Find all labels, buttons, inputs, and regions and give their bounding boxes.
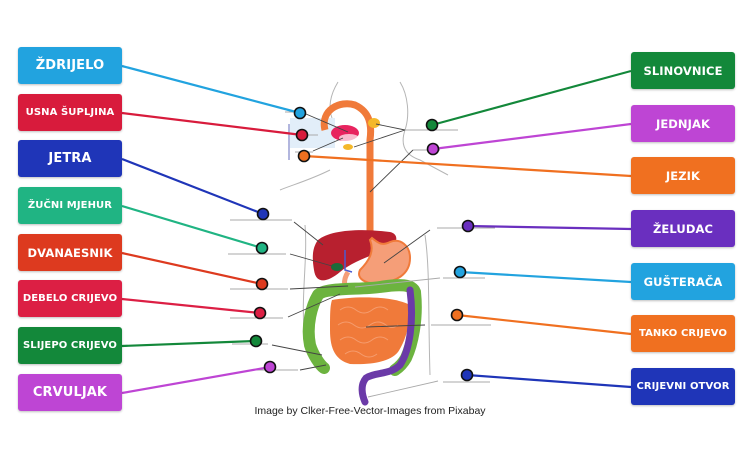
label-jezik[interactable]: JEZIK [631,157,735,194]
pin-zeludac[interactable] [461,219,475,233]
gallbladder-shape [331,263,343,271]
connector-lines [121,64,632,395]
pin-debelo-crijevo[interactable] [253,306,267,320]
leader-lines [228,111,495,398]
connector-jezik [303,154,632,178]
connector-jednjak [432,122,632,151]
pin-zdrijelo[interactable] [293,106,307,120]
connector-usna-supljina [121,111,303,137]
label-slinovnice[interactable]: SLINOVNICE [631,52,735,89]
connector-tanko-crijevo [456,313,632,336]
stomach-shape [358,236,412,285]
pin-tanko-crijevo[interactable] [450,308,464,322]
pin-jednjak[interactable] [426,142,440,156]
pin-gusteraca[interactable] [453,265,467,279]
connector-zeludac [467,224,632,231]
pin-jezik[interactable] [297,149,311,163]
label-slijepo-crijevo[interactable]: SLIJEPO CRIJEVO [18,327,122,364]
image-credit: Image by Clker-Free-Vector-Images from P… [254,405,486,417]
pin-jetra[interactable] [256,207,270,221]
connector-dvanaesnik [121,251,263,286]
label-tanko-crijevo[interactable]: TANKO CRIJEVO [631,315,735,352]
label-crvuljak[interactable]: CRVULJAK [18,374,122,411]
esophagus-shape [320,100,375,240]
pin-crvuljak[interactable] [263,360,277,374]
connector-zucni-mjehur [121,204,263,250]
connector-debelo-crijevo [121,297,261,315]
connector-slijepo-crijevo [121,339,257,348]
pin-slijepo-crijevo[interactable] [249,334,263,348]
connector-jetra [121,157,264,216]
label-usna-supljina[interactable]: USNA ŠUPLJINA [18,94,122,131]
pin-slinovnice[interactable] [425,118,439,132]
connector-zdrijelo [121,64,301,115]
label-gusteraca[interactable]: GUŠTERAČA [631,263,735,300]
label-crijevni-otvor[interactable]: CRIJEVNI OTVOR [631,368,735,405]
label-dvanaesnik[interactable]: DVANAESNIK [18,234,122,271]
label-jednjak[interactable]: JEDNJAK [631,105,735,142]
pins [249,106,475,382]
pin-dvanaesnik[interactable] [255,277,269,291]
connector-gusteraca [459,270,632,284]
pin-crijevni-otvor[interactable] [460,368,474,382]
connector-crijevni-otvor [466,373,632,389]
rectum-shape [358,286,416,406]
label-debelo-crijevo[interactable]: DEBELO CRIJEVO [18,280,122,317]
pin-usna-supljina[interactable] [295,128,309,142]
connector-slinovnice [431,69,632,127]
connector-crvuljak [121,365,271,395]
pin-zucni-mjehur[interactable] [255,241,269,255]
label-zucni-mjehur[interactable]: ŽUČNI MJEHUR [18,187,122,224]
salivary-gland-shape [368,118,380,128]
label-zeludac[interactable]: ŽELUDAC [631,210,735,247]
label-zdrijelo[interactable]: ŽDRIJELO [18,47,122,84]
label-jetra[interactable]: JETRA [18,140,122,177]
small-intestine-shape [330,297,410,365]
